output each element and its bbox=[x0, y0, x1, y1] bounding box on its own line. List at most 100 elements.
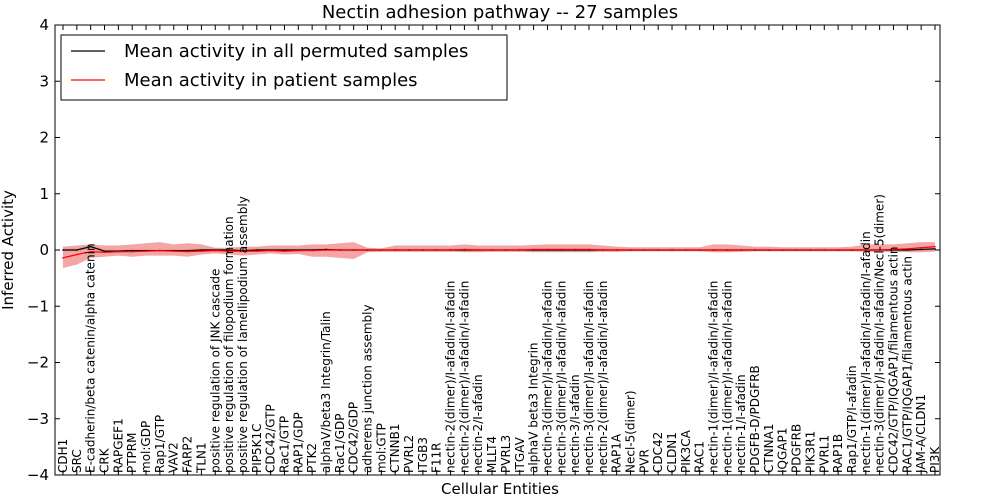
point-patient bbox=[131, 250, 134, 253]
y-tick-label: 1 bbox=[39, 185, 49, 203]
point-patient bbox=[602, 249, 604, 251]
y-axis-label: Inferred Activity bbox=[0, 190, 17, 310]
x-tick-label: PVRL3 bbox=[499, 435, 513, 473]
point-patient bbox=[934, 245, 936, 248]
x-tick-label: nectin-3(dimer)/I-afadin/I-afadin/Necl-5… bbox=[873, 194, 887, 473]
point-patient bbox=[712, 249, 715, 251]
point-patient bbox=[491, 249, 493, 251]
x-tick-label: ITGAV bbox=[513, 436, 527, 473]
x-tick-label: positive regulation of JNK cascade bbox=[208, 269, 222, 473]
point-permuted bbox=[131, 249, 134, 252]
x-tick-label: CTNNA1 bbox=[762, 423, 776, 473]
y-tick-label: 2 bbox=[39, 129, 49, 147]
x-tick-label: positive regulation of filopodium format… bbox=[222, 216, 236, 473]
chart-title: Nectin adhesion pathway -- 27 samples bbox=[322, 2, 678, 23]
y-tick-label: −3 bbox=[27, 410, 49, 428]
point-patient bbox=[698, 249, 701, 251]
point-patient bbox=[795, 249, 798, 251]
point-patient bbox=[200, 250, 203, 252]
x-tick-label: PVRL1 bbox=[817, 435, 831, 473]
point-patient bbox=[768, 249, 770, 251]
band-patient bbox=[63, 242, 935, 268]
point-permuted bbox=[934, 248, 936, 250]
point-permuted bbox=[920, 248, 922, 251]
point-patient bbox=[352, 249, 355, 251]
point-patient bbox=[657, 249, 659, 251]
point-patient bbox=[754, 249, 756, 251]
point-patient bbox=[726, 249, 729, 251]
point-patient bbox=[103, 251, 106, 254]
legend-entry-permuted: Mean activity in all permuted samples bbox=[124, 41, 468, 62]
point-permuted bbox=[228, 249, 230, 251]
x-tick-label: CDH1 bbox=[56, 439, 70, 473]
y-tick-label: −4 bbox=[27, 466, 49, 484]
y-tick-label: 0 bbox=[39, 241, 49, 259]
x-tick-label: nectin-3(dimer)/I-afadin/I-afadin bbox=[582, 281, 596, 473]
x-tick-label: nectin-1(dimer)/I-afadin/I-afadin bbox=[720, 281, 734, 473]
x-tick-label: PDGFRB bbox=[790, 424, 804, 473]
point-patient bbox=[781, 249, 784, 251]
x-tick-label: nectin-2/I-afadin bbox=[471, 374, 485, 473]
x-tick-label: PIK3R1 bbox=[803, 431, 817, 473]
x-tick-label: F11R bbox=[430, 442, 444, 473]
point-permuted bbox=[89, 245, 92, 248]
point-patient bbox=[851, 249, 853, 251]
point-patient bbox=[477, 249, 480, 251]
x-tick-label: TLN1 bbox=[194, 442, 208, 474]
x-tick-label: PTPRM bbox=[125, 433, 139, 474]
point-patient bbox=[76, 253, 78, 256]
x-tick-label: RAP1B bbox=[831, 434, 845, 473]
x-tick-label: CDC42/GTP bbox=[264, 404, 278, 473]
point-patient bbox=[864, 249, 867, 251]
point-patient bbox=[172, 250, 175, 252]
point-permuted bbox=[255, 249, 258, 251]
x-tick-label: CTNNB1 bbox=[388, 423, 402, 473]
legend-entry-patient: Mean activity in patient samples bbox=[124, 70, 418, 91]
point-patient bbox=[629, 249, 632, 251]
point-permuted bbox=[62, 249, 64, 251]
point-patient bbox=[560, 248, 563, 251]
x-tick-label: IQGAP1 bbox=[776, 428, 790, 473]
x-tick-label: VAV2 bbox=[167, 442, 181, 473]
x-tick-label: nectin-1/I-afadin bbox=[734, 374, 748, 473]
point-patient bbox=[311, 249, 313, 252]
x-tick-label: RAC1 bbox=[693, 441, 707, 473]
point-patient bbox=[643, 249, 646, 251]
point-patient bbox=[228, 250, 230, 252]
x-tick-label: PIP5K1C bbox=[250, 423, 264, 473]
x-tick-label: CDC42/GDP bbox=[347, 402, 361, 473]
x-tick-label: RAP1A bbox=[610, 433, 624, 473]
point-patient bbox=[214, 249, 217, 252]
x-tick-label: Rac1/GDP bbox=[333, 414, 347, 473]
x-tick-label: CRK bbox=[98, 447, 112, 473]
point-patient bbox=[186, 250, 189, 253]
x-tick-label: RAPGEF1 bbox=[111, 418, 125, 473]
point-patient bbox=[435, 249, 438, 251]
point-patient bbox=[823, 249, 826, 251]
point-permuted bbox=[186, 249, 189, 252]
x-tick-label: SRC bbox=[70, 449, 84, 473]
point-patient bbox=[380, 249, 383, 251]
point-patient bbox=[878, 249, 881, 251]
x-tick-label: nectin-3/I-afadin bbox=[568, 374, 582, 473]
point-patient bbox=[740, 249, 743, 251]
x-tick-label: nectin-1(dimer)/I-afadin/I-afadin bbox=[707, 281, 721, 473]
point-patient bbox=[615, 249, 618, 251]
point-patient bbox=[463, 248, 466, 251]
point-patient bbox=[518, 249, 521, 251]
x-tick-label: mol:GDP bbox=[139, 421, 153, 473]
x-tick-label: PVRL2 bbox=[402, 435, 416, 473]
point-permuted bbox=[200, 249, 203, 251]
point-permuted bbox=[76, 249, 78, 251]
x-tick-label: positive regulation of lamellipodium ass… bbox=[236, 196, 250, 473]
point-patient bbox=[145, 250, 147, 252]
point-patient bbox=[255, 250, 258, 252]
x-tick-label: nectin-3(dimer)/I-afadin/I-afadin bbox=[540, 281, 554, 473]
x-tick-label: nectin-2(dimer)/I-afadin/I-afadin bbox=[596, 281, 610, 473]
x-tick-label: alphaV beta3 Integrin bbox=[527, 342, 541, 473]
x-tick-label: Rac1/GTP bbox=[277, 416, 291, 473]
point-patient bbox=[505, 249, 507, 251]
point-patient bbox=[283, 250, 286, 252]
